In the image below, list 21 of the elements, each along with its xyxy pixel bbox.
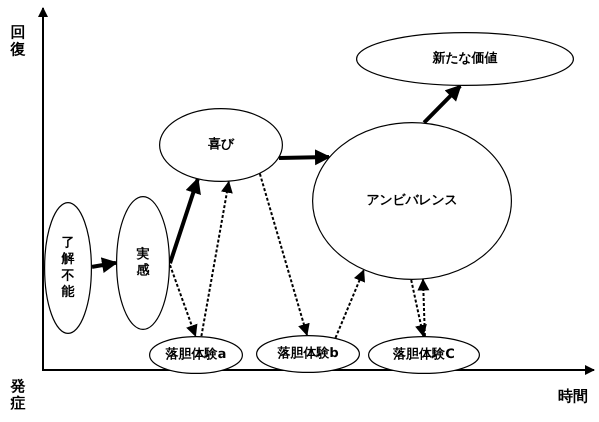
stage-label: 喜び xyxy=(208,138,234,152)
arrow xyxy=(334,269,365,338)
stage-label: アンビバレンス xyxy=(366,194,458,208)
arrow xyxy=(410,280,427,337)
axis-label: 時間 xyxy=(558,388,588,404)
arrow xyxy=(169,264,198,337)
arrow xyxy=(200,180,233,336)
arrow xyxy=(92,257,118,274)
stage-label: 新たな価値 xyxy=(432,52,498,66)
arrow xyxy=(422,84,462,124)
arrow xyxy=(417,278,430,336)
stage-label: 落胆体験b xyxy=(277,346,339,362)
arrow xyxy=(168,177,201,264)
arrow xyxy=(278,149,331,166)
arrow xyxy=(258,174,310,336)
stage-label: 落胆体験C xyxy=(393,348,455,362)
axis-label: 発症 xyxy=(10,378,26,411)
axis-label: 回復 xyxy=(10,24,26,57)
stage-label: 了解不能 xyxy=(61,236,75,300)
stage-label: 落胆体験a xyxy=(166,348,226,362)
stage-label: 実感 xyxy=(136,246,150,280)
